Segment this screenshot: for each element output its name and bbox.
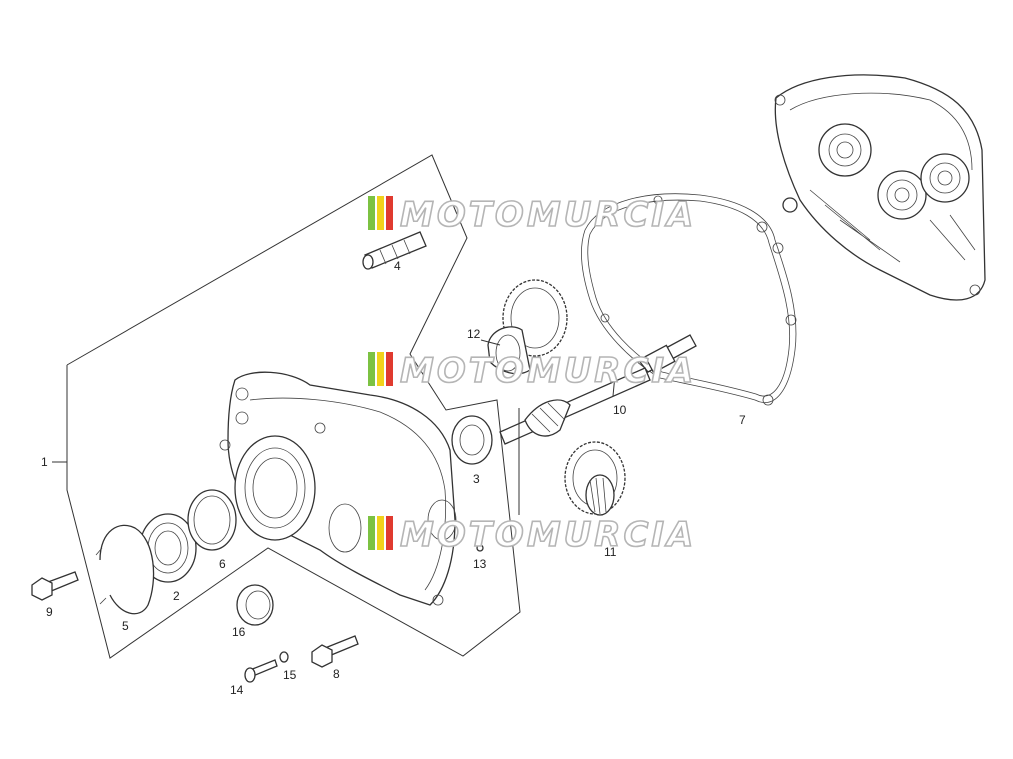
label-6: 6 xyxy=(219,557,226,571)
group-outline xyxy=(52,154,521,659)
leader-lines xyxy=(480,339,616,515)
label-1: 1 xyxy=(41,455,48,469)
label-11: 11 xyxy=(604,545,617,559)
label-9: 9 xyxy=(46,605,53,619)
label-3: 3 xyxy=(473,472,480,486)
watermark-text: MOTOMURCIA xyxy=(400,515,696,555)
shaft-4 xyxy=(362,231,427,270)
label-16: 16 xyxy=(232,625,246,639)
washer-15 xyxy=(279,651,289,663)
label-10: 10 xyxy=(613,403,627,417)
seal-ring-6 xyxy=(187,489,237,551)
watermark-text: MOTOMURCIA xyxy=(400,195,696,235)
bolt-8 xyxy=(311,635,359,668)
shaft xyxy=(499,334,697,445)
bolt-9 xyxy=(31,571,79,601)
label-7: 7 xyxy=(739,413,746,427)
part-labels: 1 2 3 4 5 6 7 8 9 10 11 12 13 14 15 16 xyxy=(41,259,746,697)
label-4: 4 xyxy=(394,259,401,273)
watermark-text: MOTOMURCIA xyxy=(400,351,696,391)
label-14: 14 xyxy=(230,683,244,697)
gear-upper xyxy=(487,279,568,375)
bearing-3 xyxy=(451,415,493,465)
dowel-13 xyxy=(476,544,484,552)
gasket xyxy=(581,193,797,406)
gear-lower xyxy=(564,441,626,516)
crankcase-half xyxy=(774,74,986,301)
label-13: 13 xyxy=(473,557,487,571)
circlip-5 xyxy=(95,524,155,615)
plug-16 xyxy=(236,584,274,626)
label-12: 12 xyxy=(467,327,481,341)
label-8: 8 xyxy=(333,667,340,681)
label-5: 5 xyxy=(122,619,129,633)
label-15: 15 xyxy=(283,668,297,682)
watermark: MOTOMURCIA MOTOMURCIA MOTOMURCIA xyxy=(368,194,696,556)
screw-14 xyxy=(244,659,278,683)
transmission-cover xyxy=(219,371,457,606)
label-2: 2 xyxy=(173,589,180,603)
